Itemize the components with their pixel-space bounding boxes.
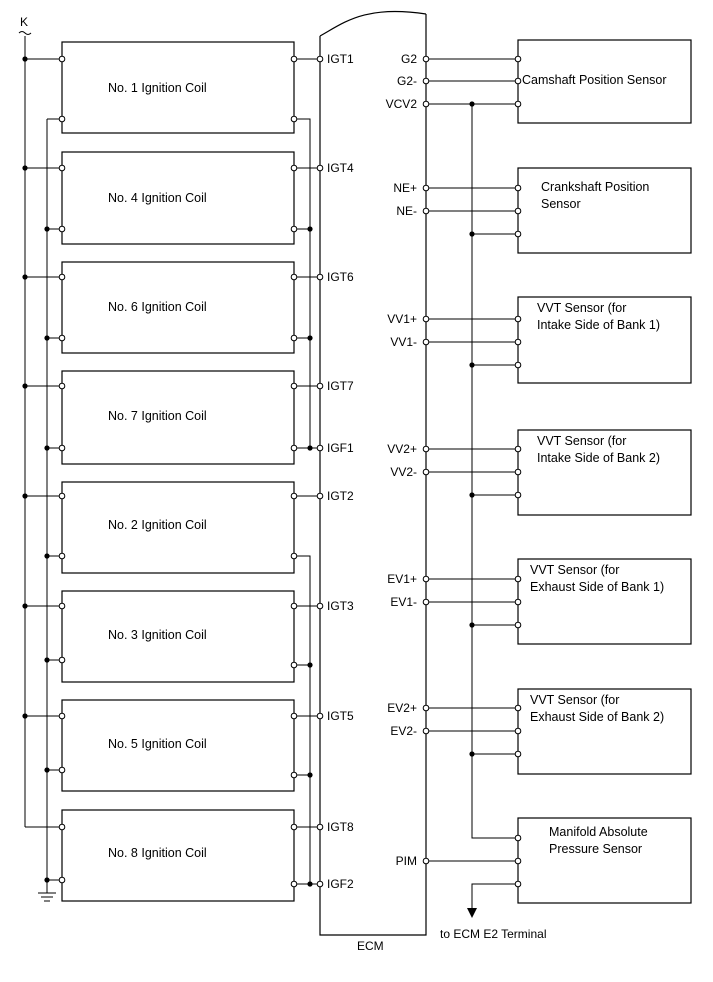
pin-label: VV1+: [387, 312, 417, 326]
vvt-exhaust-bank2-label: Exhaust Side of Bank 2): [530, 710, 664, 724]
e2-note: to ECM E2 Terminal: [440, 927, 546, 941]
coil-label: No. 4 Ignition Coil: [108, 191, 207, 205]
vvt-intake-bank2-label: VVT Sensor (for: [537, 434, 626, 448]
pin-label: EV2-: [390, 724, 417, 738]
vvt-exhaust-bank1-label: VVT Sensor (for: [530, 563, 619, 577]
ecm-left-pins: IGT1 IGT4 IGT6 IGT7 IGF1 IGT2 IGT3 IGT5 …: [327, 52, 354, 891]
vvt-exhaust-bank2-label: VVT Sensor (for: [530, 693, 619, 707]
pin-label: IGT1: [327, 52, 354, 66]
power-symbol: [18, 31, 32, 35]
pin-label: IGT8: [327, 820, 354, 834]
sensor-labels: Camshaft Position Sensor Crankshaft Posi…: [522, 73, 667, 856]
power-label: K: [20, 15, 28, 29]
pin-label: EV1+: [387, 572, 417, 586]
sensor-boxes: [517, 39, 692, 904]
coil-label: No. 8 Ignition Coil: [108, 846, 207, 860]
vvt-intake-bank1-label: Intake Side of Bank 1): [537, 318, 660, 332]
terminals: [58, 55, 522, 888]
coil-label: No. 3 Ignition Coil: [108, 628, 207, 642]
ecm-label: ECM: [357, 939, 384, 953]
pin-label: IGT3: [327, 599, 354, 613]
coil-labels: No. 1 Ignition Coil No. 4 Ignition Coil …: [108, 81, 207, 860]
pin-label: IGT2: [327, 489, 354, 503]
map-sensor-label: Manifold Absolute: [549, 825, 648, 839]
pin-label: IGF1: [327, 441, 354, 455]
pin-label: VV2-: [390, 465, 417, 479]
pin-label: IGT5: [327, 709, 354, 723]
vvt-exhaust-bank1-label: Exhaust Side of Bank 1): [530, 580, 664, 594]
coil-label: No. 5 Ignition Coil: [108, 737, 207, 751]
pin-label: G2: [401, 52, 417, 66]
map-sensor-label: Pressure Sensor: [549, 842, 642, 856]
pin-label: IGT4: [327, 161, 354, 175]
vvt-intake-bank1-label: VVT Sensor (for: [537, 301, 626, 315]
pin-label: IGT7: [327, 379, 354, 393]
pin-label: NE+: [393, 181, 417, 195]
vcv2-bus: [471, 104, 518, 839]
pin-label: PIM: [396, 854, 417, 868]
coil-label: No. 1 Ignition Coil: [108, 81, 207, 95]
pin-label: IGF2: [327, 877, 354, 891]
e2-arrow: [467, 908, 477, 918]
vvt-intake-bank2-label: Intake Side of Bank 2): [537, 451, 660, 465]
coil-label: No. 6 Ignition Coil: [108, 300, 207, 314]
coil-boxes: [61, 41, 295, 902]
pin-label: VV2+: [387, 442, 417, 456]
ecm-right-pins: G2 G2- VCV2 NE+ NE- VV1+ VV1- VV2+ VV2- …: [386, 52, 418, 868]
junction-dots: [22, 56, 475, 887]
coil-label: No. 2 Ignition Coil: [108, 518, 207, 532]
pin-label: VCV2: [386, 97, 418, 111]
pin-label: EV1-: [390, 595, 417, 609]
pin-label: IGT6: [327, 270, 354, 284]
pin-label: EV2+: [387, 701, 417, 715]
coil-label: No. 7 Ignition Coil: [108, 409, 207, 423]
pin-label: VV1-: [390, 335, 417, 349]
pin-label: G2-: [397, 74, 417, 88]
camshaft-sensor-label: Camshaft Position Sensor: [522, 73, 667, 87]
crankshaft-sensor-label: Sensor: [541, 197, 581, 211]
crankshaft-sensor-label: Crankshaft Position: [541, 180, 649, 194]
pin-label: NE-: [396, 204, 417, 218]
